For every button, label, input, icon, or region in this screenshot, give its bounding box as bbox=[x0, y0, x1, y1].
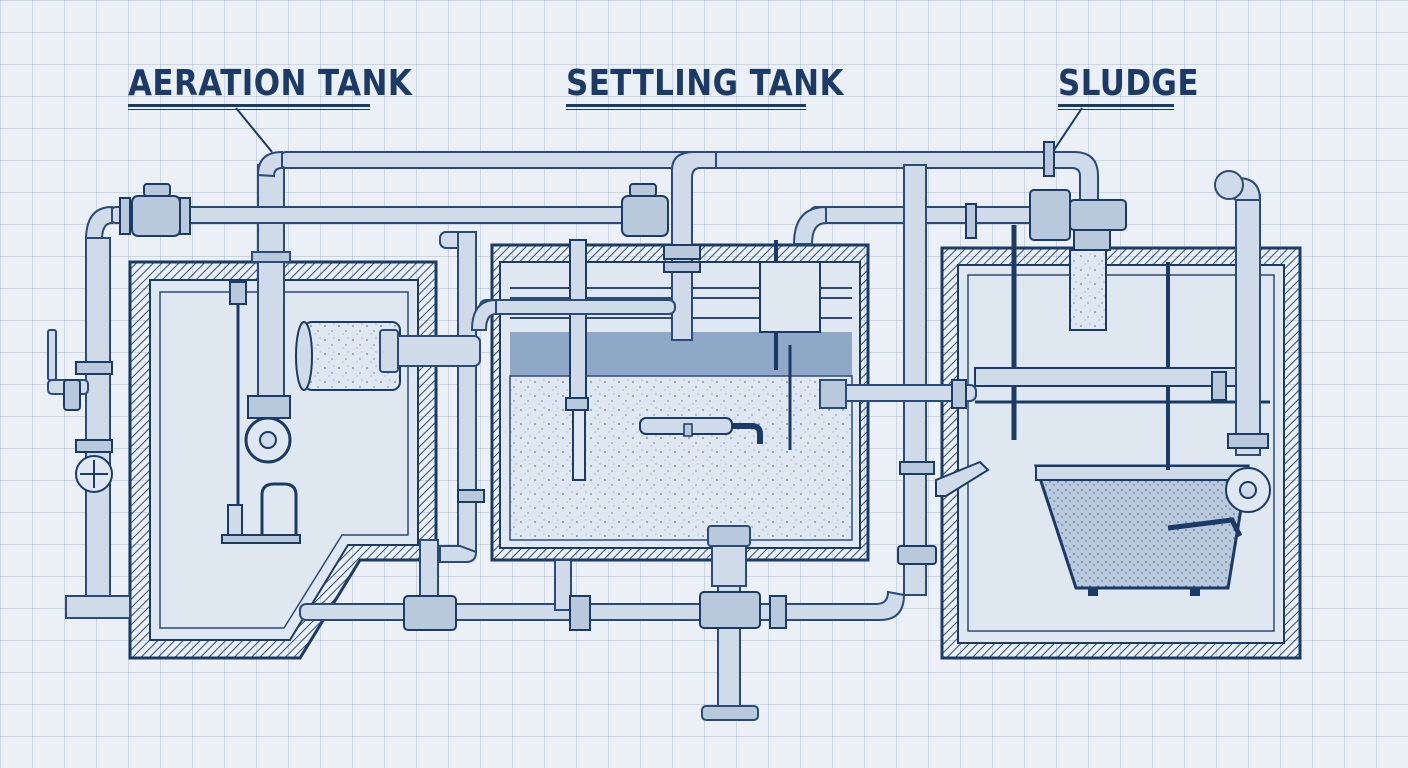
label-leader-lines bbox=[235, 107, 1083, 153]
aeration-tank-underline bbox=[128, 104, 370, 110]
aeration-stirrer bbox=[221, 281, 301, 544]
settling-scraper-rods bbox=[565, 239, 821, 481]
sludge-hopper bbox=[1033, 464, 1250, 596]
settling-tank-underline bbox=[566, 104, 806, 110]
sludge-label: SLUDGE bbox=[1058, 63, 1199, 104]
aeration-mixer-drum bbox=[295, 321, 401, 391]
sludge-underline bbox=[1058, 104, 1174, 110]
sludge-screen bbox=[974, 225, 1270, 470]
settling-tank-label: SETTLING TANK bbox=[566, 63, 844, 104]
settling-submerged-pipe bbox=[639, 417, 763, 444]
aeration-tank-label: AERATION TANK bbox=[128, 63, 413, 104]
aeration-drop-pipe bbox=[244, 164, 292, 464]
valves-and-fittings bbox=[63, 141, 1271, 631]
pipe-network bbox=[47, 150, 1262, 721]
